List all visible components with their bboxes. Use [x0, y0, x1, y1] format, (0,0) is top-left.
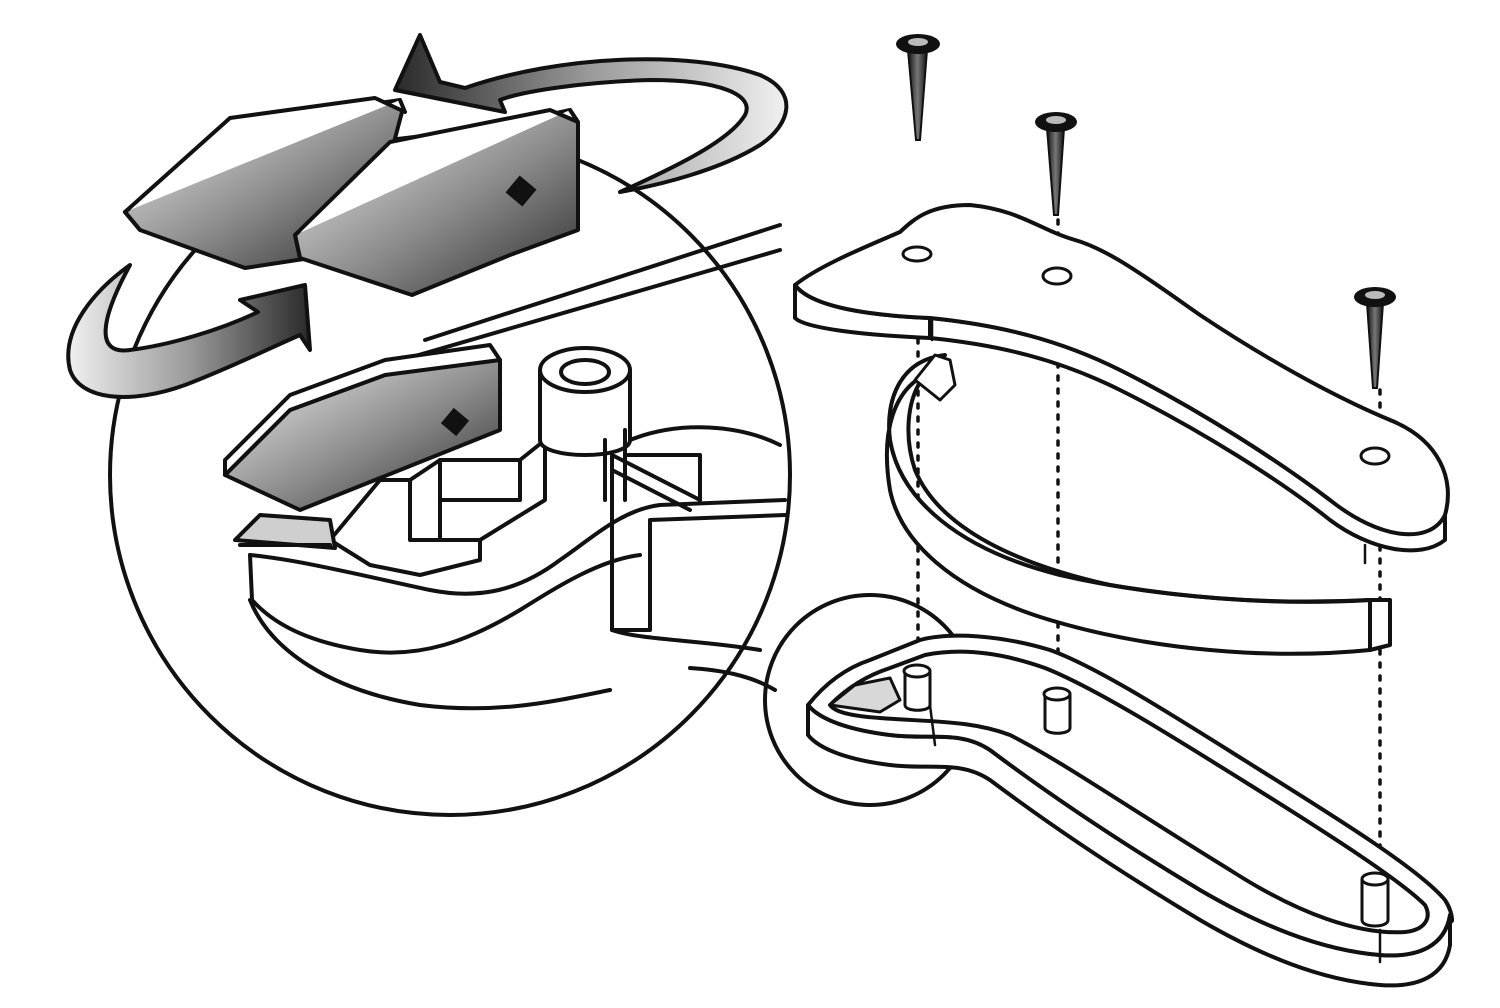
screw-3 — [1354, 287, 1396, 389]
blade-mount-hole — [440, 407, 470, 437]
handle-body-closeup — [248, 223, 787, 711]
flexible-band — [885, 353, 1392, 656]
top-cover-plate — [793, 203, 1450, 565]
exploded-assembly — [763, 34, 1454, 988]
cover-screw-hole-3 — [1359, 446, 1391, 466]
screw-2 — [1035, 112, 1077, 216]
blade-mount-hole — [505, 175, 537, 207]
screw-1 — [896, 34, 940, 141]
installed-blade — [223, 343, 502, 550]
rotation-arrow-top — [393, 33, 789, 194]
magnified-detail-view — [66, 33, 792, 817]
base-handle-frame — [806, 633, 1454, 988]
new-blade-right — [293, 108, 580, 297]
rotation-arrow-bottom — [66, 263, 312, 399]
cover-screw-hole-2 — [1041, 266, 1073, 286]
cover-screw-hole-1 — [901, 245, 933, 263]
